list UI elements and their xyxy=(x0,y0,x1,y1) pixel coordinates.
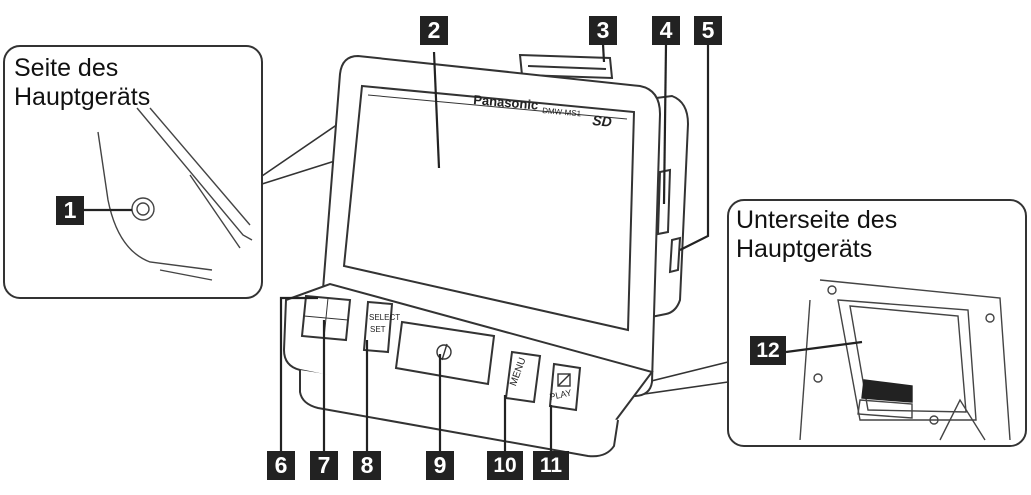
callout-4: 4 xyxy=(652,16,680,45)
play-mark: PLAY xyxy=(549,388,573,402)
inset-bottom-caption-line2: Hauptgeräts xyxy=(736,235,873,263)
leader-lines xyxy=(279,43,710,452)
callout-7: 7 xyxy=(310,451,338,480)
inset-bottom-caption-line1: Unterseite des xyxy=(736,206,898,234)
callout-10: 10 xyxy=(487,451,523,480)
callout-9: 9 xyxy=(426,451,454,480)
model-label: DMW-MS1 xyxy=(542,106,582,118)
device-body xyxy=(282,53,690,458)
brand-label: Panasonic xyxy=(473,92,539,113)
callout-6: 6 xyxy=(267,451,295,480)
leader-12 xyxy=(785,340,863,354)
inset-side-frame xyxy=(3,45,339,299)
callout-5: 5 xyxy=(694,16,722,45)
sd-logo: SD xyxy=(592,112,613,130)
callout-3: 3 xyxy=(589,16,617,45)
callout-11: 11 xyxy=(533,451,569,480)
callout-1: 1 xyxy=(56,196,84,225)
select-mark-2: SET xyxy=(370,325,386,334)
inset-side-caption-line2: Hauptgeräts xyxy=(14,83,151,111)
inset-side-caption-line1: Seite des xyxy=(14,54,119,82)
inset-bottom-frame xyxy=(622,199,1027,447)
select-mark-1: SELECT xyxy=(369,313,400,322)
callout-12: 12 xyxy=(750,336,786,365)
callout-2: 2 xyxy=(420,16,448,45)
inset-bottom-drawing xyxy=(799,279,1011,441)
callout-8: 8 xyxy=(353,451,381,480)
